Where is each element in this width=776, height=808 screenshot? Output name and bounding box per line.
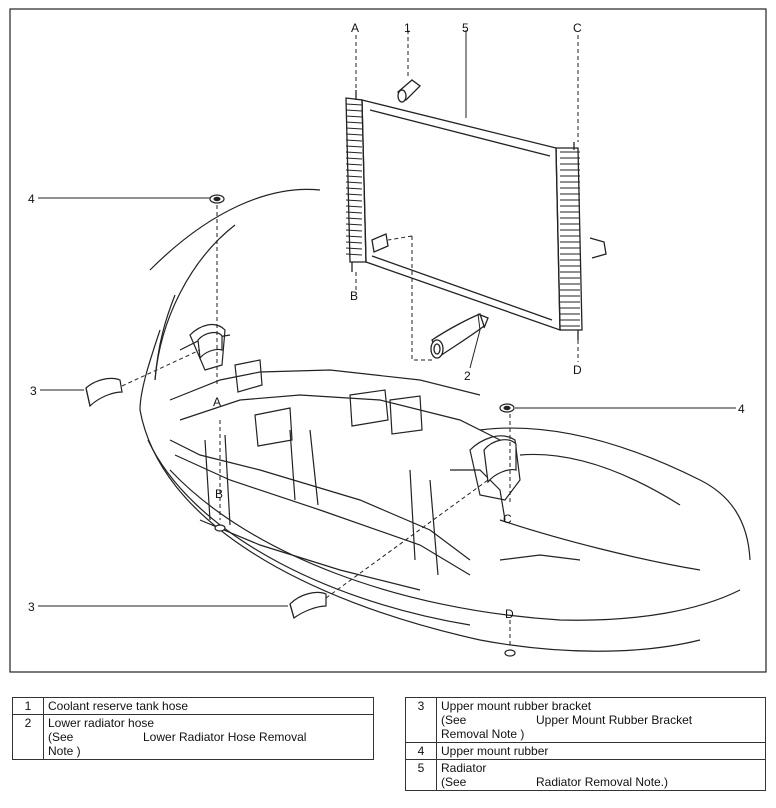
point-d-vehicle: D — [505, 607, 514, 621]
callout-3-bottom: 3 — [28, 600, 35, 614]
legend-table-right: 3 Upper mount rubber bracket (See Upper M… — [405, 697, 766, 791]
callout-2: 2 — [464, 369, 471, 383]
legend-description: Upper mount rubber — [436, 742, 766, 760]
legend-item-name: Lower radiator hose — [48, 716, 155, 730]
callout-4-right: 4 — [738, 402, 745, 416]
legend-item-name: Radiator — [441, 761, 487, 775]
point-d-radiator: D — [573, 363, 582, 377]
legend-row: 2 Lower radiator hose (See Lower Radiator… — [12, 714, 374, 760]
legend-see-prefix: (See — [441, 775, 467, 789]
legend-number: 4 — [405, 742, 437, 760]
legend-number: 1 — [12, 697, 44, 715]
legend-description: Lower radiator hose (See Lower Radiator H… — [43, 714, 374, 760]
callout-labels: 1 5 2 4 4 3 3 A B C D A B C D — [28, 21, 745, 621]
legend-item-name: Upper mount rubber — [441, 744, 549, 758]
legend-description: Radiator (See Radiator Removal Note.) — [436, 759, 766, 791]
legend-reference: Upper Mount Rubber Bracket — [536, 713, 693, 727]
point-c-vehicle: C — [503, 512, 512, 526]
callout-5: 5 — [462, 21, 469, 35]
point-a-vehicle: A — [213, 395, 221, 409]
legend-table-left: 1 Coolant reserve tank hose 2 Lower radi… — [12, 697, 374, 760]
upper-mount-bracket-lower — [289, 591, 327, 620]
alignment-dashed-lines — [121, 30, 579, 648]
legend-see-prefix: (See — [48, 730, 74, 744]
legend-item-name: Upper mount rubber bracket — [441, 699, 592, 713]
callout-4-left: 4 — [28, 192, 35, 206]
legend-description: Upper mount rubber bracket (See Upper Mou… — [436, 697, 766, 743]
point-b-radiator: B — [350, 289, 358, 303]
legend-reference-cont: Note ) — [48, 744, 81, 758]
legend-number: 5 — [405, 759, 437, 791]
callout-leaders — [38, 30, 736, 607]
upper-mount-bracket-left — [85, 377, 123, 408]
radiator-fins — [345, 103, 580, 327]
radiator — [345, 90, 607, 340]
legend-row: 3 Upper mount rubber bracket (See Upper M… — [405, 697, 766, 743]
legend-row: 1 Coolant reserve tank hose — [12, 697, 374, 715]
callout-1: 1 — [404, 21, 411, 35]
legend-reference-cont: Removal Note ) — [441, 727, 525, 741]
legend-row: 5 Radiator (See Radiator Removal Note.) — [405, 759, 766, 791]
legend-description: Coolant reserve tank hose — [43, 697, 374, 715]
legend-item-name: Coolant reserve tank hose — [48, 699, 189, 713]
legend-number: 3 — [405, 697, 437, 743]
coolant-reserve-tank-hose — [397, 79, 421, 103]
legend-row: 4 Upper mount rubber — [405, 742, 766, 760]
callout-3-mid: 3 — [30, 384, 37, 398]
legend-number: 2 — [12, 714, 44, 760]
diagram-frame — [9, 8, 767, 673]
point-a-radiator: A — [351, 21, 359, 35]
vehicle-front-body — [139, 188, 751, 652]
legend-reference: Radiator Removal Note.) — [536, 775, 669, 789]
lower-radiator-hose — [371, 233, 489, 359]
point-c-radiator: C — [573, 21, 582, 35]
legend-reference: Lower Radiator Hose Removal — [143, 730, 307, 744]
upper-mount-parts — [85, 194, 517, 657]
legend-see-prefix: (See — [441, 713, 467, 727]
point-b-vehicle: B — [215, 487, 223, 501]
